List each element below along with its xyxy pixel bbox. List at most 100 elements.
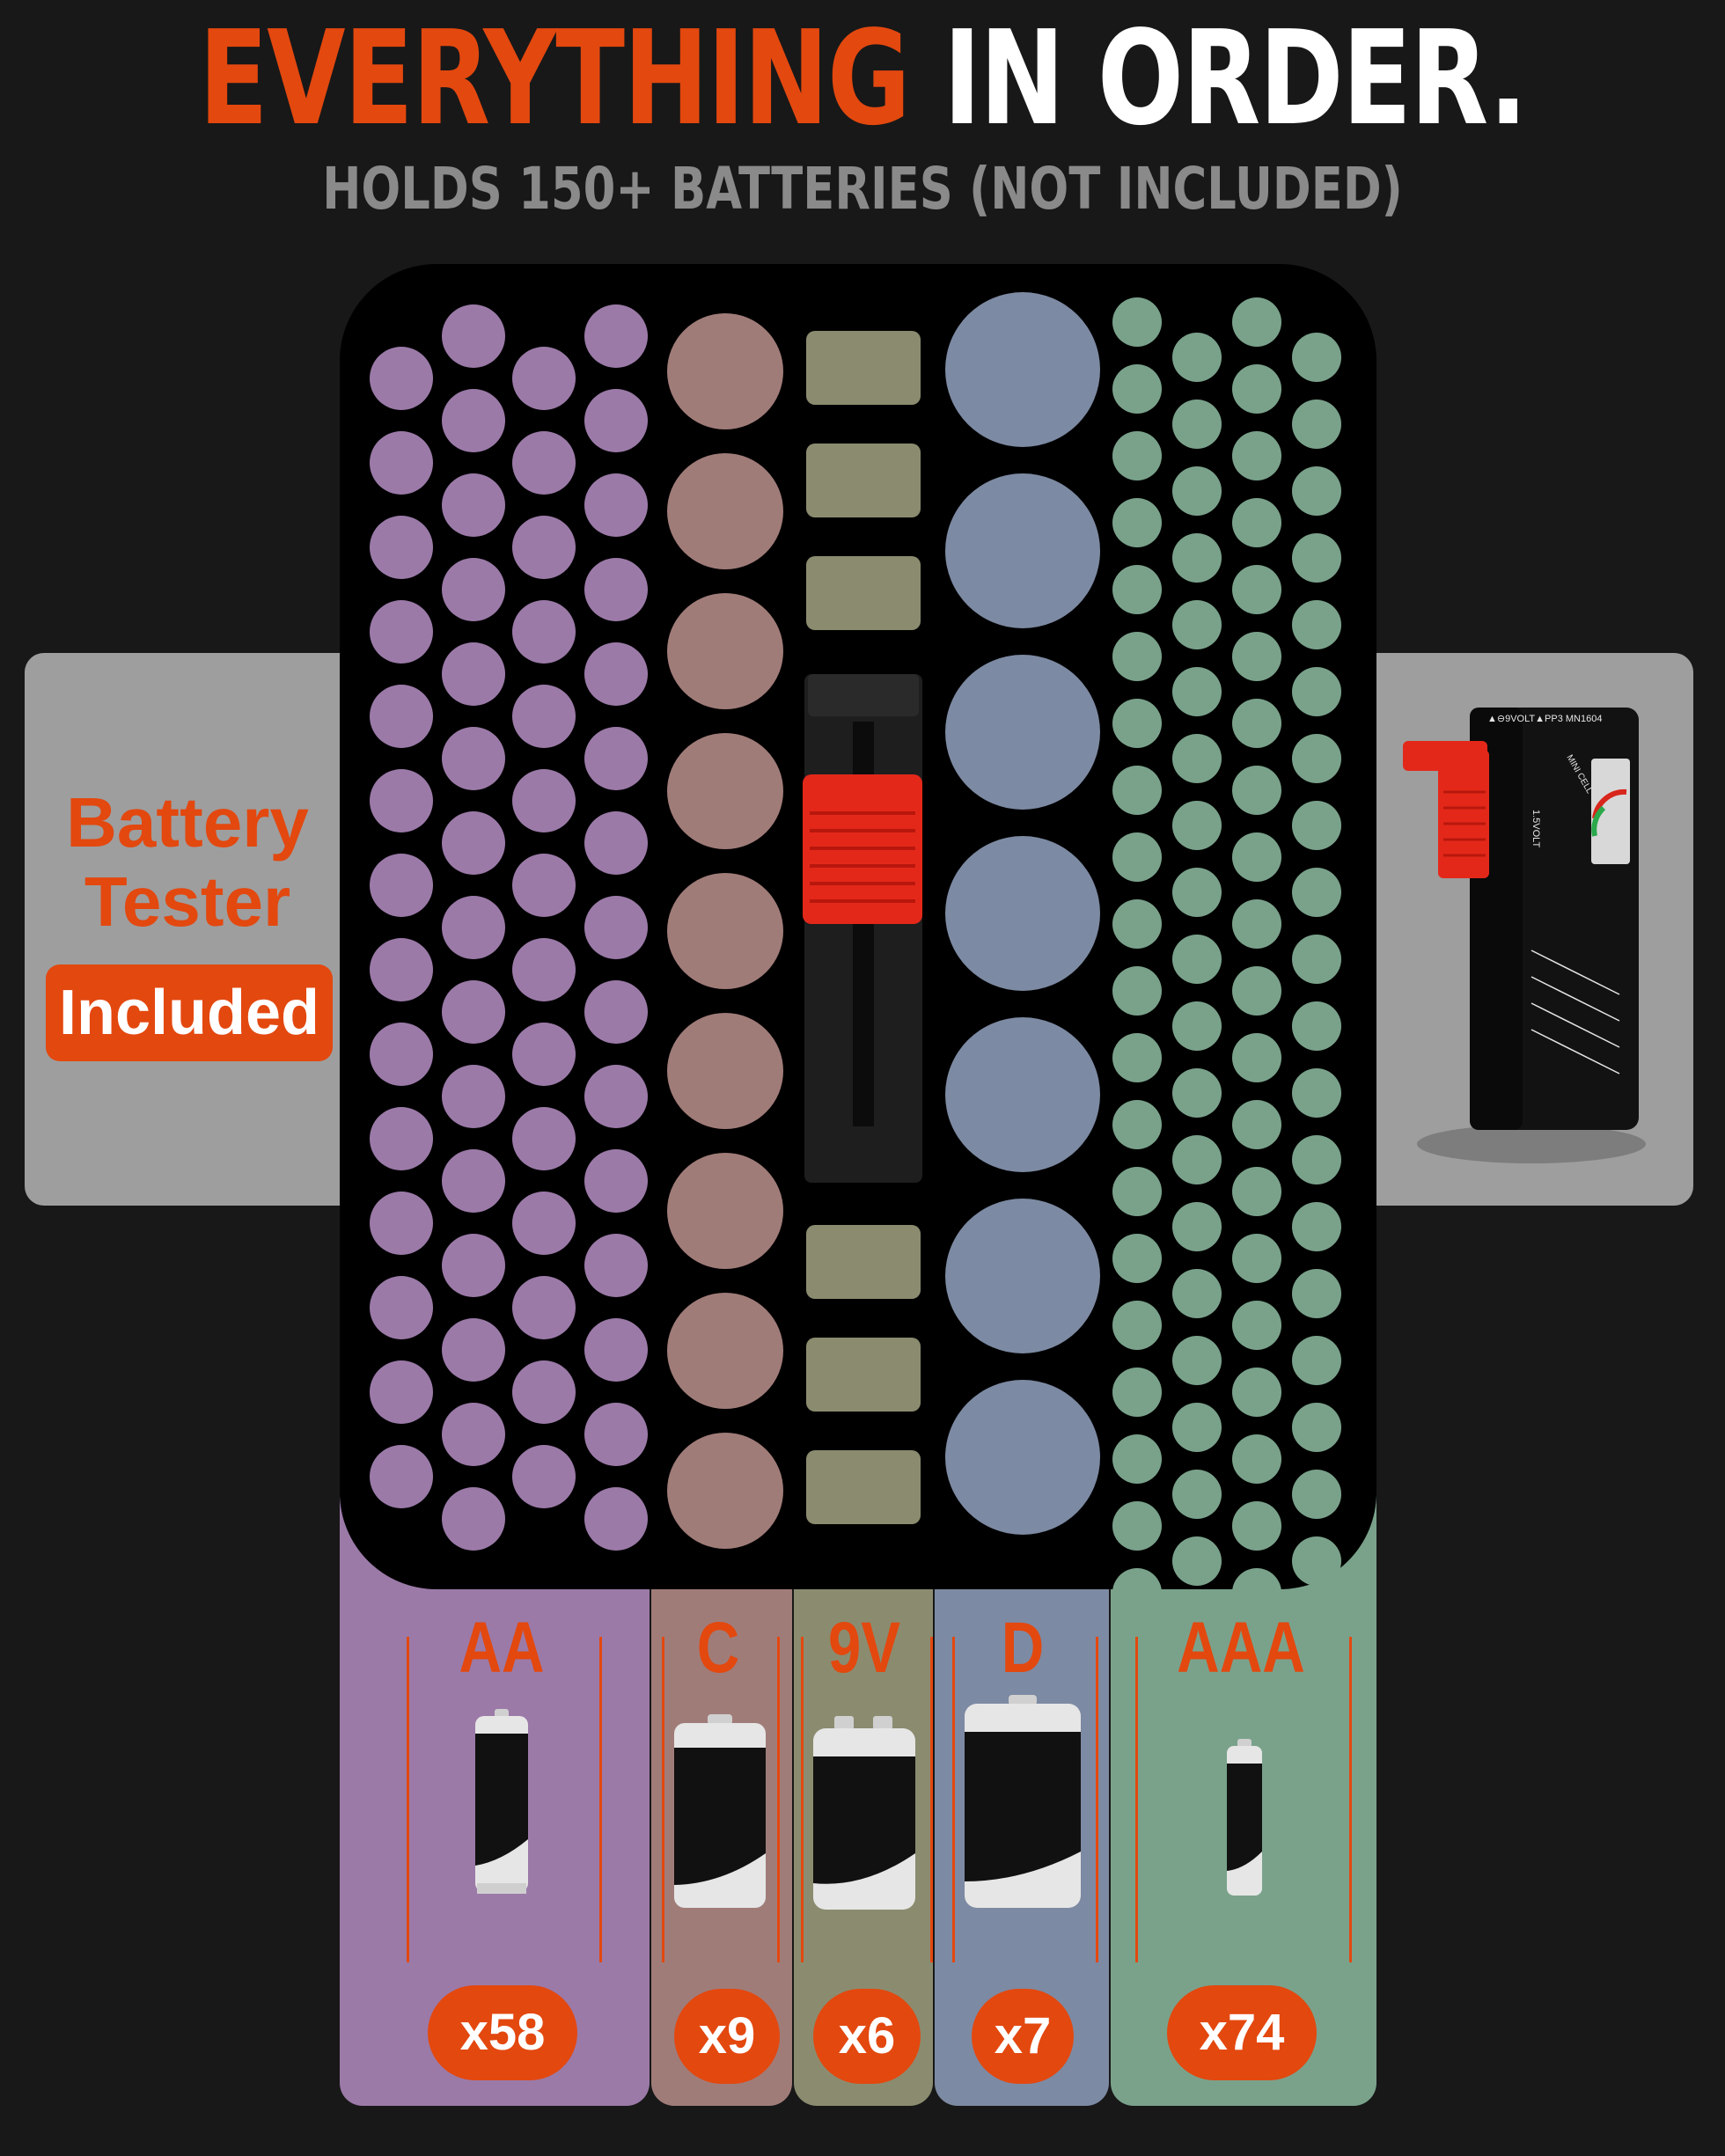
aaa-slot — [1172, 333, 1222, 382]
tester-title-line-2: Tester — [84, 862, 291, 941]
aaa-slot — [1172, 600, 1222, 649]
aaa-slot — [1232, 1368, 1281, 1417]
count-aaa: x74 — [1167, 1985, 1317, 2080]
aa-slot — [370, 938, 433, 1001]
aa-slot — [584, 727, 648, 790]
aa-slot — [584, 473, 648, 537]
aaa-slot — [1172, 734, 1222, 783]
d-slot — [945, 292, 1100, 447]
aa-slot — [584, 642, 648, 706]
aa-slot — [584, 1234, 648, 1297]
aa-slot — [370, 516, 433, 579]
aaa-slot — [1112, 498, 1162, 547]
aa-slot — [370, 854, 433, 917]
headline-word-1: EVERYTHING — [198, 3, 911, 154]
d-slot — [945, 1199, 1100, 1353]
aaa-slot — [1172, 667, 1222, 716]
bracket-aaa — [1135, 1637, 1352, 1962]
label-c: C — [696, 1608, 740, 1688]
aaa-slot — [1232, 766, 1281, 815]
aaa-slot — [1112, 1301, 1162, 1350]
aa-slot — [512, 685, 576, 748]
aaa-slot — [1232, 1167, 1281, 1216]
aaa-slot — [1292, 667, 1341, 716]
9v-slot — [806, 1450, 921, 1524]
aaa-slot — [1232, 899, 1281, 949]
aa-slot — [584, 896, 648, 959]
aa-slot — [584, 811, 648, 875]
aa-slot — [512, 854, 576, 917]
label-aaa: AAA — [1177, 1608, 1305, 1688]
aa-slot — [584, 1403, 648, 1466]
aa-slot — [442, 1065, 505, 1128]
aaa-slot — [1112, 1100, 1162, 1149]
9v-slot — [806, 331, 921, 405]
aaa-slot — [1292, 1403, 1341, 1452]
aaa-slot — [1172, 1135, 1222, 1184]
aaa-slot — [1292, 1336, 1341, 1385]
aaa-slot — [1292, 400, 1341, 449]
aaa-slot — [1112, 1234, 1162, 1283]
aaa-slot — [1232, 1501, 1281, 1551]
aaa-slot — [1172, 1336, 1222, 1385]
aaa-slot — [1232, 1100, 1281, 1149]
c-slot — [667, 1293, 783, 1409]
aaa-slot — [1112, 632, 1162, 681]
aa-slot — [442, 304, 505, 368]
aaa-slot — [1172, 533, 1222, 583]
aa-slot — [512, 1023, 576, 1086]
aa-slot — [584, 1318, 648, 1382]
tester-panel-left — [25, 653, 394, 1206]
d-slot — [945, 1380, 1100, 1535]
aa-slot — [512, 1276, 576, 1339]
aaa-slot — [1112, 297, 1162, 347]
aa-slot — [584, 1149, 648, 1213]
aa-slot — [442, 896, 505, 959]
aa-slot — [370, 600, 433, 664]
tester-title-line-1: Battery — [66, 783, 309, 862]
aa-slot — [512, 347, 576, 410]
battery-tester-device-icon: ▲⊖9VOLT▲PP3 MN1604 1.5VOLT MINI CELL — [1403, 708, 1646, 1163]
c-slot — [667, 1153, 783, 1269]
aaa-slot — [1172, 466, 1222, 516]
aaa-slot — [1292, 1269, 1341, 1318]
aaa-slot — [1232, 498, 1281, 547]
c-battery-icon — [674, 1714, 766, 1908]
aaa-slot — [1232, 1234, 1281, 1283]
aaa-slot — [1112, 1568, 1162, 1617]
label-9v: 9V — [827, 1608, 901, 1688]
aaa-slot — [1172, 801, 1222, 850]
aaa-slot — [1232, 1301, 1281, 1350]
aa-slot — [370, 431, 433, 495]
aa-slot — [370, 1192, 433, 1255]
aa-slot — [442, 1318, 505, 1382]
aaa-slot — [1112, 699, 1162, 748]
aa-slot — [370, 1360, 433, 1424]
aaa-slot — [1232, 431, 1281, 480]
aa-slot — [584, 389, 648, 452]
aa-slot — [512, 938, 576, 1001]
aaa-slot — [1172, 868, 1222, 917]
aaa-slot — [1292, 1202, 1341, 1251]
tester-side-label: 1.5VOLT — [1530, 810, 1541, 847]
aaa-slot — [1232, 699, 1281, 748]
9v-slot — [806, 1225, 921, 1299]
aaa-slot — [1172, 1269, 1222, 1318]
label-d: D — [1001, 1608, 1045, 1688]
count-aa: x58 — [428, 1985, 577, 2080]
aaa-slot — [1292, 1536, 1341, 1586]
aa-slot — [512, 1360, 576, 1424]
aa-battery-icon — [475, 1709, 528, 1894]
c-slot — [667, 453, 783, 569]
aa-slot — [442, 642, 505, 706]
aaa-slot — [1172, 1001, 1222, 1051]
aaa-slot — [1112, 966, 1162, 1016]
aa-slot — [442, 1487, 505, 1551]
d-slot — [945, 1017, 1100, 1172]
aaa-slot — [1232, 632, 1281, 681]
aa-slot — [370, 769, 433, 832]
aa-slot — [442, 980, 505, 1044]
center-tester-icon — [803, 674, 922, 1183]
tester-top-label: ▲⊖9VOLT▲PP3 MN1604 — [1487, 714, 1602, 724]
